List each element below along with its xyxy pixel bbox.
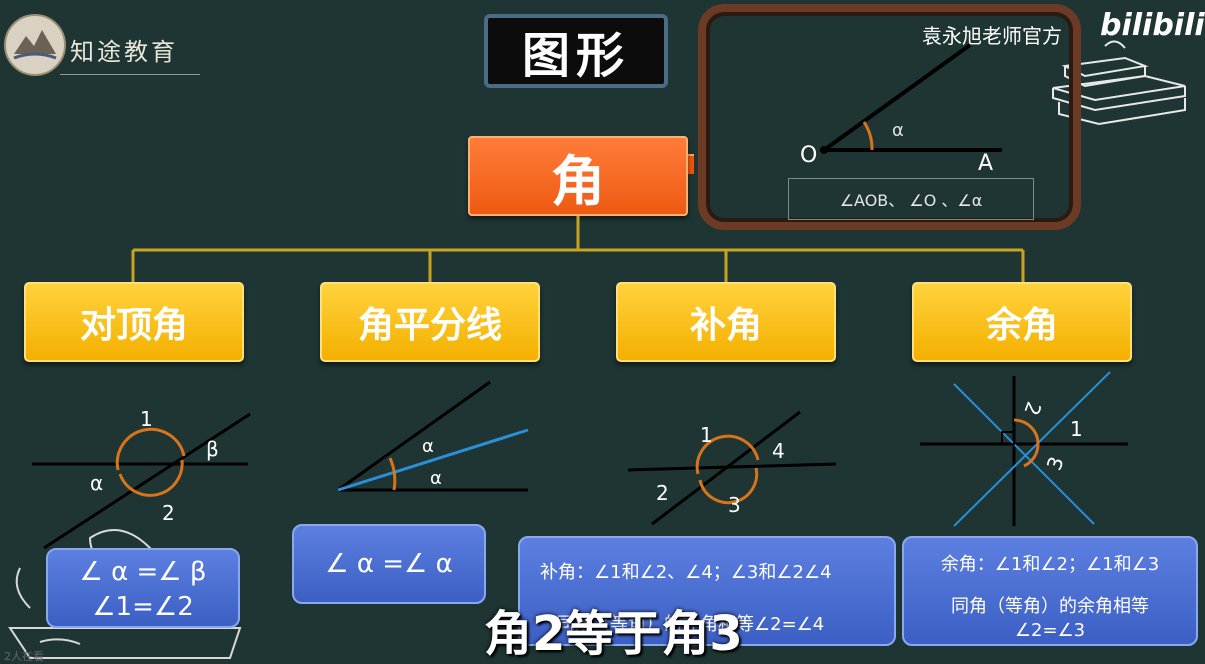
vertical-angle-formula: ∠ α =∠ β ∠1=∠2 bbox=[46, 548, 240, 628]
supp-label-1: 1 bbox=[700, 423, 713, 447]
angle-notation: ∠AOB、 ∠O 、∠α bbox=[788, 178, 1034, 220]
page-title: 图形 bbox=[484, 14, 668, 88]
vertical-label-1: 1 bbox=[140, 407, 153, 431]
bisector-label-lower: α bbox=[430, 468, 442, 489]
comp-formula-line1: 余角：∠1和∠2；∠1和∠3 bbox=[940, 554, 1160, 575]
category-angle-bisector: 角平分线 bbox=[320, 282, 540, 362]
supp-label-2: 2 bbox=[656, 481, 669, 505]
tree-connectors bbox=[131, 216, 1025, 282]
mountain-logo-icon bbox=[4, 14, 66, 76]
vertical-angles-diagram: 1 2 α β bbox=[32, 407, 251, 550]
supplementary-diagram: 1 2 3 4 bbox=[627, 410, 837, 526]
bilibili-logo: bilibili bbox=[1100, 8, 1205, 43]
point-label-a: A bbox=[978, 151, 993, 176]
main-node-angle: 角 bbox=[468, 136, 688, 216]
supplementary-formula: 补角：∠1和∠2、∠4；∠3和∠2∠4 同角（等角）的补角相等∠2=∠4 bbox=[518, 536, 896, 646]
category-complementary: 余角 bbox=[912, 282, 1132, 362]
vertical-label-beta: β bbox=[206, 437, 219, 461]
comp-label-2: 2 bbox=[1019, 399, 1046, 419]
point-label-o: O bbox=[800, 143, 817, 168]
vertical-formula-line1: ∠ α =∠ β bbox=[79, 557, 207, 587]
comp-label-3: 3 bbox=[1042, 453, 1069, 473]
video-subtitle: 角2等于角3 bbox=[484, 606, 743, 662]
vertical-label-alpha: α bbox=[90, 471, 103, 495]
bisector-label-upper: α bbox=[422, 436, 434, 457]
comp-formula-line3: ∠2=∠3 bbox=[1014, 620, 1086, 641]
category-vertical-angles: 对顶角 bbox=[24, 282, 244, 362]
complementary-diagram: 1 2 3 bbox=[920, 371, 1128, 527]
comp-label-1: 1 bbox=[1070, 417, 1083, 441]
angle-label-alpha: α bbox=[892, 120, 904, 141]
vertical-label-2: 2 bbox=[162, 501, 175, 525]
comp-formula-line2: 同角（等角）的余角相等 bbox=[951, 596, 1149, 617]
bisector-formula: ∠ α =∠ α bbox=[292, 524, 486, 604]
logo: 知途教育 bbox=[4, 14, 204, 84]
supp-formula-line2: 同角（等角）的补角相等∠2=∠4 bbox=[556, 614, 825, 635]
angle-bisector-diagram: α α bbox=[337, 380, 529, 492]
category-supplementary: 补角 bbox=[616, 282, 836, 362]
supp-formula-line1: 补角：∠1和∠2、∠4；∠3和∠2∠4 bbox=[540, 562, 832, 583]
logo-text: 知途教育 bbox=[70, 38, 178, 66]
supp-label-4: 4 bbox=[772, 439, 785, 463]
complementary-formula: 余角：∠1和∠2；∠1和∠3 同角（等角）的余角相等 ∠2=∠3 bbox=[902, 536, 1198, 646]
viewer-count: 2人在看 bbox=[4, 650, 44, 663]
vertical-formula-line2: ∠1=∠2 bbox=[92, 592, 194, 622]
angle-definition-panel bbox=[698, 4, 1081, 230]
logo-underline bbox=[60, 74, 200, 75]
angle-definition-diagram: α O A bbox=[800, 43, 1002, 176]
channel-watermark: 袁永旭老师官方 bbox=[922, 24, 1062, 48]
supp-label-3: 3 bbox=[728, 493, 741, 517]
